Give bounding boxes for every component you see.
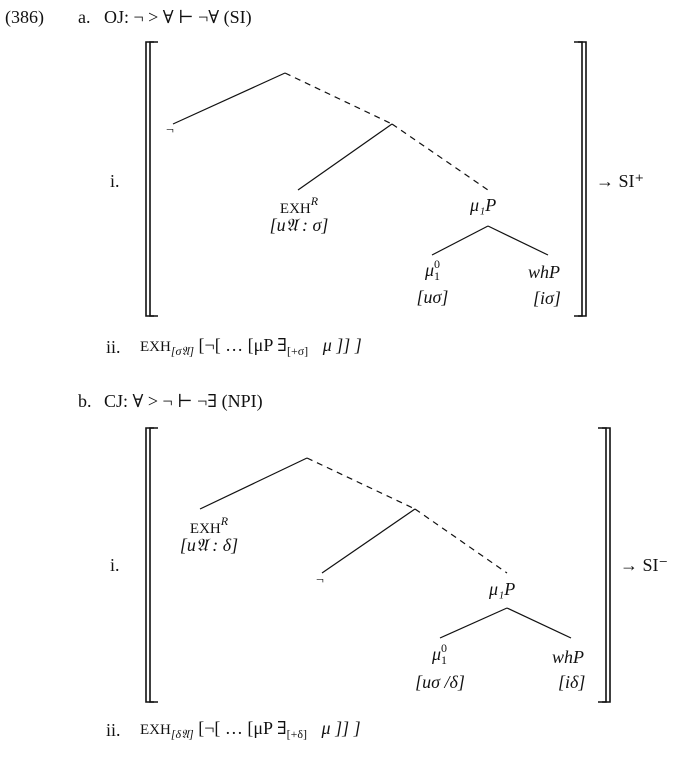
exh-superscript: R <box>220 514 229 528</box>
edge-a-mu1p-whp <box>487 225 549 256</box>
formula-exh: EXH <box>140 722 171 738</box>
result-b: → SI⁻ <box>620 555 669 575</box>
exh-label: EXH <box>189 521 221 537</box>
formula-body: [¬[ … [μP ∃ <box>198 718 287 738</box>
formula-a: EXH[σ𝔄] [¬[ … [μP ∃[+σ] μ ]] ] <box>140 336 362 357</box>
edge-b-root-exh <box>199 457 308 510</box>
tree-b-mu1p-node: μ₁P <box>489 579 516 599</box>
tree-a-mu10-feature: [uσ] <box>416 287 449 307</box>
edge-a-mid-mu1p <box>391 123 489 191</box>
mu-label: μ <box>431 644 442 664</box>
mu-subscript: 1 <box>434 269 441 283</box>
tree-b-i-label: i. <box>110 555 120 575</box>
subexample-b-heading: CJ: ∀ > ¬ ⊢ ¬∃ (NPI) <box>104 391 263 411</box>
formula-a-ii-label: ii. <box>106 337 121 357</box>
mu-superscript: 0 <box>441 641 448 655</box>
bracket-b-left <box>145 427 158 703</box>
formula-body: [¬[ … [μP ∃ <box>198 335 287 355</box>
edge-b-mid-mu1p <box>414 508 508 574</box>
edge-b-root-mid <box>306 457 416 510</box>
edge-b-mu1p-whp <box>506 607 572 639</box>
tree-a-whp-feature: [iσ] <box>533 288 561 308</box>
subexample-a-label: a. <box>78 7 91 27</box>
edge-a-mid-exh <box>297 123 393 191</box>
mu-subscript: 1 <box>441 653 448 667</box>
bracket-b-right <box>598 427 611 703</box>
tree-a-mu10-node: μ01 <box>410 258 455 282</box>
subexample-b-label: b. <box>78 391 92 411</box>
tree-a-exh-feature: [u𝔄 : σ] <box>269 215 329 235</box>
mu-superscript: 0 <box>434 257 441 271</box>
tree-b-mu10-node: μ01 <box>417 642 462 666</box>
edge-b-mid-neg <box>321 508 416 574</box>
formula-exh: EXH <box>140 339 171 355</box>
tree-a-neg-node: ¬ <box>166 123 174 138</box>
edge-a-mu1p-mu10 <box>431 225 489 256</box>
tree-a-whp-node: whP <box>528 262 561 282</box>
tree-a-i-label: i. <box>110 171 120 191</box>
mu-label: μ <box>424 260 435 280</box>
edge-b-mu1p-mu10 <box>439 607 508 639</box>
example-number: (386) <box>5 7 44 27</box>
tree-b-neg-node: ¬ <box>316 573 324 588</box>
formula-exh-subscript: [σ𝔄] <box>170 344 195 358</box>
formula-exists-subscript: [+σ] <box>286 344 309 358</box>
bracket-a-left <box>145 41 158 317</box>
subexample-a-heading: OJ: ¬ > ∀ ⊢ ¬∀ (SI) <box>104 7 252 27</box>
tree-b-whp-feature: [iδ] <box>558 672 586 692</box>
formula-exh-subscript: [δ𝔄] <box>170 727 194 741</box>
tree-a-mu1p-node: μ₁P <box>470 195 497 215</box>
formula-b: EXH[δ𝔄] [¬[ … [μP ∃[+δ] μ ]] ] <box>140 719 361 740</box>
edge-a-root-neg <box>172 72 286 125</box>
result-a: → SI⁺ <box>596 171 645 191</box>
tree-a-exh-node: EXHR <box>260 195 338 217</box>
exh-superscript: R <box>310 194 319 208</box>
tree-b-mu10-feature: [uσ /δ] <box>415 672 465 692</box>
edge-a-root-mid <box>284 72 393 125</box>
formula-tail: μ ]] ] <box>321 718 361 738</box>
formula-tail: μ ]] ] <box>322 335 362 355</box>
formula-b-ii-label: ii. <box>106 720 121 740</box>
tree-b-exh-node: EXHR <box>170 515 248 537</box>
bracket-a-right <box>574 41 587 317</box>
tree-b-exh-feature: [u𝔄 : δ] <box>179 535 239 555</box>
exh-label: EXH <box>279 201 311 217</box>
formula-exists-subscript: [+δ] <box>286 727 308 741</box>
tree-b-whp-node: whP <box>552 647 585 667</box>
